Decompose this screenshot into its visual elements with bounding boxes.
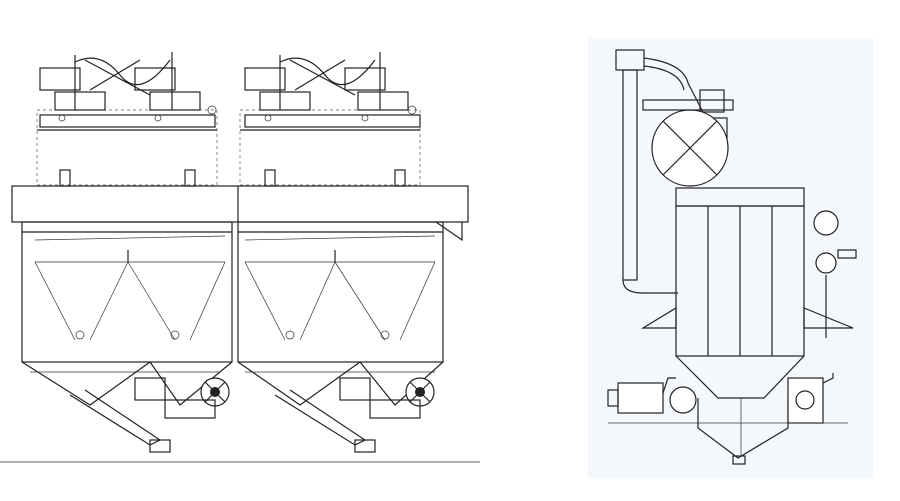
hopper-unit-right [239,52,421,187]
front-elevation-drawing [0,52,480,463]
side-elevation-drawing [588,38,873,478]
hopper-unit-left [36,52,218,187]
